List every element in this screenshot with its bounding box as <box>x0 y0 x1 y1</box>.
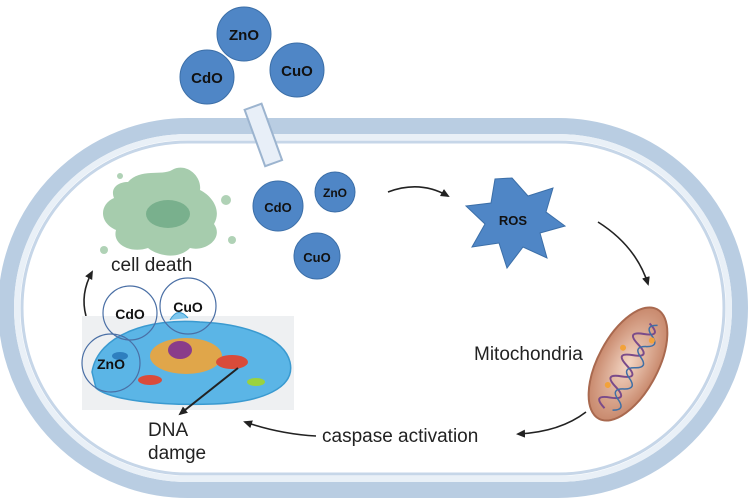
cell-membrane <box>0 118 748 498</box>
mitochondrion-illustration <box>587 306 669 422</box>
cell-death-label: cell death <box>111 255 192 276</box>
mitochondria-label: Mitochondria <box>474 344 583 365</box>
arrow-cell-to-death <box>83 270 93 317</box>
ros-label: ROS <box>499 213 528 228</box>
arrow-dna-pointer <box>178 367 239 416</box>
np-inside-cdo: CdO <box>252 180 304 232</box>
dead-cell-illustration <box>100 167 236 256</box>
dna-label-line1: DNA <box>148 420 188 441</box>
arrow-ros-to-mito <box>597 221 650 286</box>
ros-star: ROS <box>464 177 567 270</box>
svg-text:ZnO: ZnO <box>323 186 347 200</box>
svg-text:CdO: CdO <box>191 70 223 87</box>
svg-text:CuO: CuO <box>173 299 203 315</box>
cell-bubble-cuo: CuO <box>159 277 217 335</box>
arrow-caspase-to-cell <box>243 420 317 437</box>
cell-bubble-cdo: CdO <box>102 285 158 341</box>
svg-text:ZnO: ZnO <box>229 27 259 44</box>
np-outside-cuo: CuO <box>269 42 325 98</box>
arrow-np-to-ros <box>387 186 450 197</box>
svg-text:ZnO: ZnO <box>97 356 125 372</box>
membrane-channel <box>243 102 284 168</box>
np-inside-zno: ZnO <box>314 171 356 213</box>
svg-text:CuO: CuO <box>281 63 313 80</box>
np-inside-cuo: CuO <box>293 232 341 280</box>
caspase-activation-label: caspase activation <box>322 426 478 447</box>
svg-text:CdO: CdO <box>115 306 145 322</box>
svg-text:CuO: CuO <box>303 250 330 265</box>
svg-text:CdO: CdO <box>264 200 291 215</box>
arrow-mito-to-caspase <box>516 411 587 438</box>
np-outside-cdo: CdO <box>179 49 235 105</box>
cell-illustration <box>82 312 294 410</box>
np-outside-zno: ZnO <box>216 6 272 62</box>
dna-label-line2: damge <box>148 443 206 464</box>
cell-bubble-zno: ZnO <box>81 333 141 393</box>
